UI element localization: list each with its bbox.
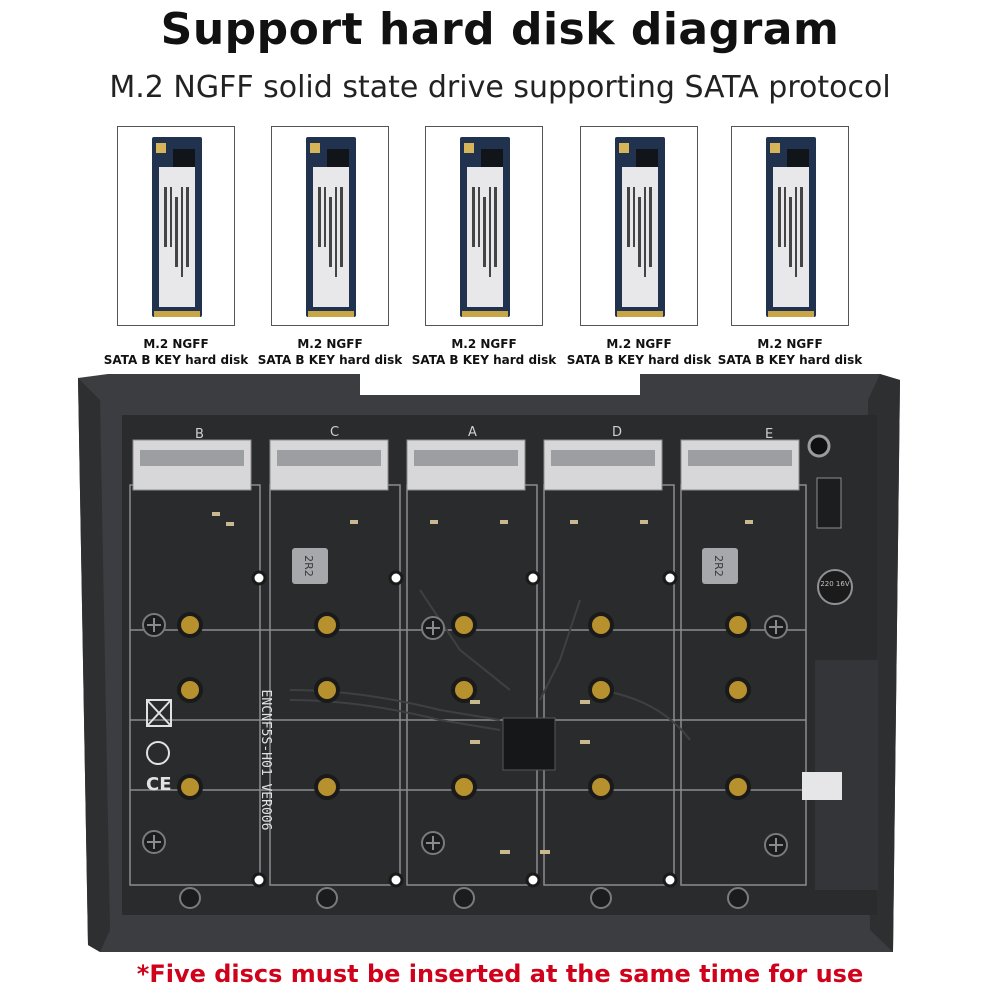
capacitor	[817, 569, 853, 605]
inductor-label: 2R2	[302, 555, 315, 577]
drive-label-line2: SATA B KEY hard disk	[717, 353, 863, 367]
slot-letter: C	[330, 425, 339, 440]
drive-label-line2: SATA B KEY hard disk	[411, 353, 557, 367]
drive-card-5	[731, 126, 849, 326]
port	[816, 477, 842, 529]
drive-card-1	[117, 126, 235, 326]
ssd-drive-image	[766, 137, 816, 317]
drive-label-line1: M.2 NGFF	[297, 337, 363, 351]
ssd-drive-image	[306, 137, 356, 317]
drive-label-line1: M.2 NGFF	[143, 337, 209, 351]
slot-letter: B	[195, 427, 204, 442]
drive-label-3: M.2 NGFF SATA B KEY hard disk	[404, 336, 564, 368]
pcb-silkscreen: ENCNF5S-H01 VER006	[258, 690, 273, 831]
usage-note: *Five discs must be inserted at the same…	[136, 960, 864, 988]
slot-letter: A	[468, 425, 477, 440]
button	[807, 434, 831, 458]
inductor	[292, 548, 328, 584]
drive-label-line1: M.2 NGFF	[451, 337, 517, 351]
drive-label-2: M.2 NGFF SATA B KEY hard disk	[250, 336, 410, 368]
drive-label-line2: SATA B KEY hard disk	[566, 353, 712, 367]
ssd-drive-image	[615, 137, 665, 317]
controller-chip	[502, 717, 556, 771]
drive-label-line2: SATA B KEY hard disk	[103, 353, 249, 367]
ssd-drive-image	[460, 137, 510, 317]
drive-label-5: M.2 NGFF SATA B KEY hard disk	[710, 336, 870, 368]
drive-card-3	[425, 126, 543, 326]
slot-letter: D	[612, 425, 622, 440]
slot-letter: E	[765, 427, 773, 442]
drive-label-1: M.2 NGFF SATA B KEY hard disk	[96, 336, 256, 368]
warning-icon	[146, 741, 170, 765]
drive-label-4: M.2 NGFF SATA B KEY hard disk	[559, 336, 719, 368]
page-subtitle: M.2 NGFF solid state drive supporting SA…	[109, 70, 891, 105]
drive-card-2	[271, 126, 389, 326]
ce-mark-icon: CE	[146, 774, 172, 795]
sticker	[802, 772, 842, 800]
weee-icon	[146, 699, 172, 727]
inductor	[702, 548, 738, 584]
drive-label-line2: SATA B KEY hard disk	[257, 353, 403, 367]
drive-label-line1: M.2 NGFF	[606, 337, 672, 351]
capacitor-label: 220 16V	[820, 580, 849, 588]
drive-card-4	[580, 126, 698, 326]
ssd-drive-image	[152, 137, 202, 317]
pcb	[122, 415, 877, 915]
page-title: Support hard disk diagram	[160, 4, 840, 55]
drive-label-line1: M.2 NGFF	[757, 337, 823, 351]
inductor-label: 2R2	[712, 555, 725, 577]
